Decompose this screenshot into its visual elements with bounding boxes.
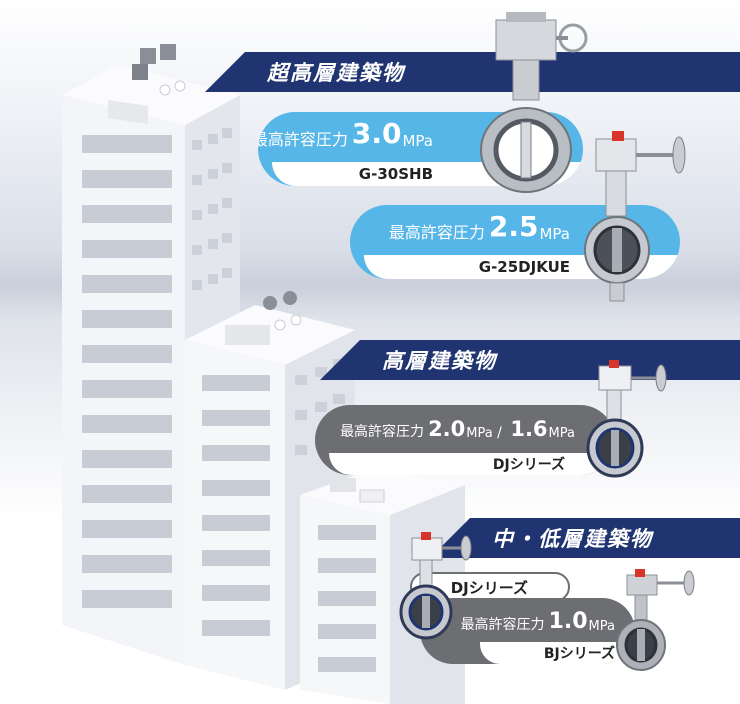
tier-title-super-high-rise: 超高層建築物 — [205, 52, 740, 92]
tier-title-high-rise: 高層建築物 — [320, 340, 740, 380]
tier-title-mid-low-rise: 中・低層建築物 — [430, 518, 740, 558]
pressure-label: 最高許容圧力 — [340, 424, 425, 440]
pressure-unit: MPa — [588, 619, 615, 634]
pressure-label: 最高許容圧力 — [258, 130, 348, 149]
butterfly-valve-lever-icon — [616, 569, 695, 671]
pressure-value: 1.0 — [548, 609, 588, 634]
bj-series-label: BJシリーズ — [480, 642, 635, 664]
pressure-value: 2.5 — [488, 210, 539, 243]
product-card-dj-high-rise: 最高許容圧力 2.0 MPa / 1.6 MPa DJシリーズ — [315, 405, 615, 475]
pressure-label: 最高許容圧力 — [460, 617, 545, 633]
pressure-value-2: 1.6 — [510, 417, 548, 441]
pressure-value-1: 2.0 — [428, 417, 466, 441]
butterfly-valve-gear-icon — [586, 360, 667, 478]
pressure-separator: / — [492, 425, 507, 441]
product-card-mid-low: 最高許容圧力 1.0 MPa BJシリーズ — [420, 598, 635, 664]
pressure-value: 3.0 — [351, 117, 402, 150]
butterfly-valve-gear-icon — [584, 131, 686, 302]
model-name: DJシリーズ — [329, 453, 615, 475]
butterfly-valve-gear-icon — [399, 532, 472, 640]
pressure-unit-1: MPa — [466, 426, 493, 441]
pressure-unit: MPa — [539, 225, 570, 243]
butterfly-valve-gear-icon — [480, 12, 588, 193]
pressure-unit-2: MPa — [548, 426, 575, 441]
pressure-unit: MPa — [402, 132, 433, 150]
pressure-label: 最高許容圧力 — [388, 223, 485, 242]
